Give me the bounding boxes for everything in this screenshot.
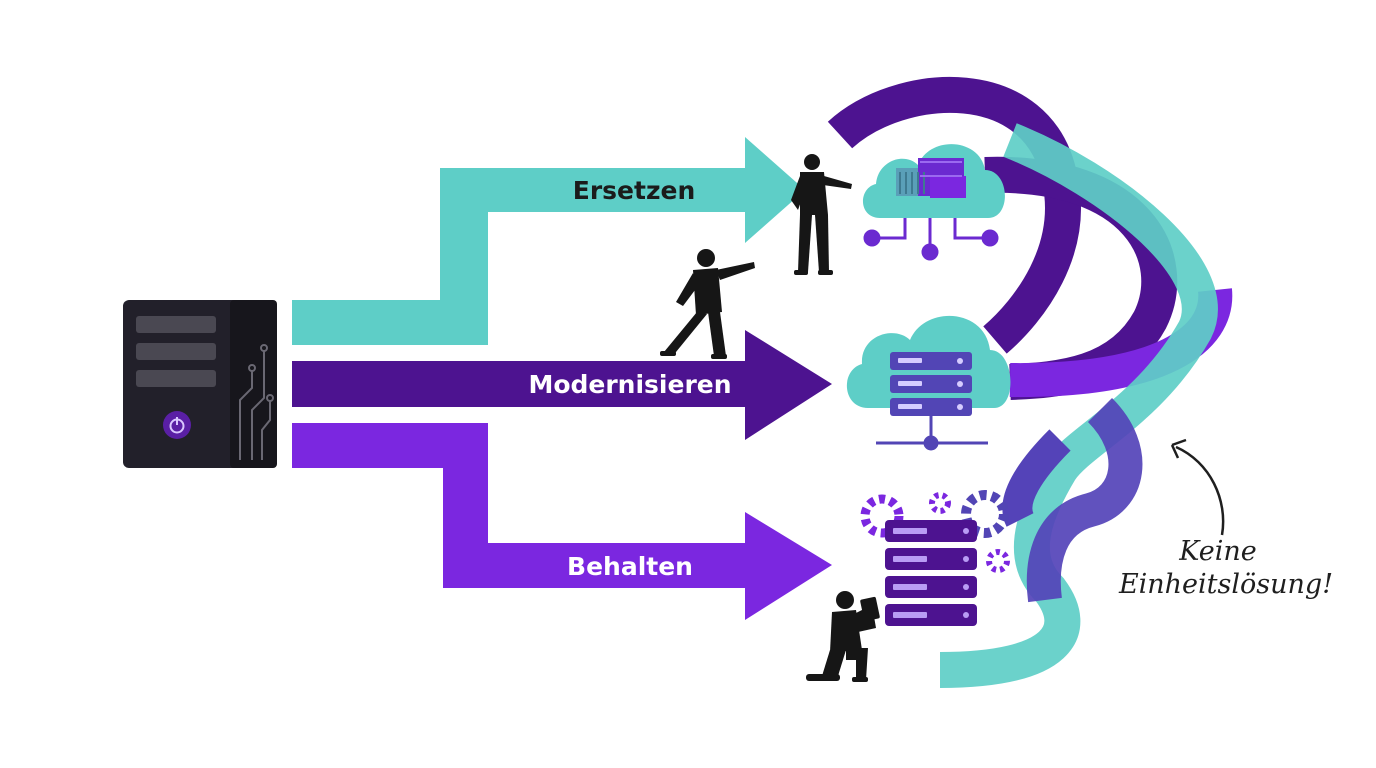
network-bus-icon (876, 416, 988, 451)
gear-icon (986, 549, 1010, 573)
person-presenting-icon (791, 154, 852, 275)
note-line-2: Einheitslösung! (1118, 569, 1333, 600)
arrow-replace (292, 137, 805, 345)
curved-arrow-icon (1175, 445, 1225, 536)
legacy-server-icon (123, 300, 277, 468)
label-replace: Ersetzen (573, 176, 696, 205)
note-line-1: Keine (1178, 536, 1256, 567)
gear-icon (961, 490, 1009, 538)
circuit-traces-icon (239, 344, 274, 460)
label-keep: Behalten (567, 552, 693, 581)
ribbon-indigo-lower (1026, 397, 1143, 603)
arrow-keep (292, 423, 832, 620)
arrow-modernize (292, 330, 832, 440)
ribbon-violet-lower (1002, 429, 1071, 527)
cloud-container-icon (862, 144, 1005, 261)
container-boxes-icon (896, 158, 966, 198)
server-gears-icon (860, 490, 1010, 626)
gear-icon (929, 492, 951, 514)
label-modernize: Modernisieren (528, 370, 731, 399)
note-callout: Keine Einheitslösung! (1118, 438, 1333, 600)
gear-icon (860, 494, 904, 538)
network-nodes-icon (863, 218, 999, 261)
person-pointing-icon (660, 249, 755, 359)
intertwined-ribbons (827, 77, 1233, 688)
cloud-server-rack-icon (846, 315, 1011, 451)
person-kneeling-icon (806, 591, 880, 682)
ribbon-teal-main (939, 123, 1218, 688)
